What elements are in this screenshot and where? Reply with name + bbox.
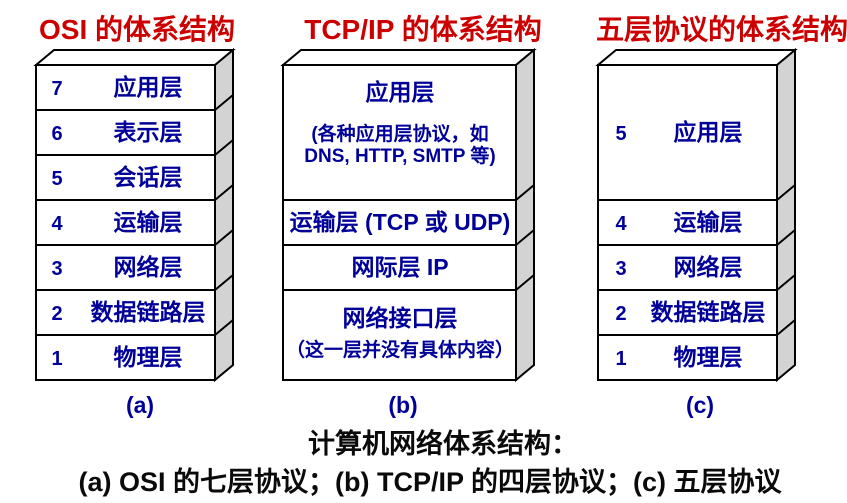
tcpip-stack-label: (b)	[388, 392, 417, 418]
tcpip-side-divider	[515, 184, 535, 201]
osi-layer-number: 7	[51, 78, 62, 100]
tcpip-network-interface-note: （这一层并没有具体内容）	[286, 338, 514, 361]
caption-line-1: 计算机网络体系结构：	[308, 428, 578, 459]
osi-side-face	[214, 47, 234, 383]
osi-layer-box-3	[35, 244, 216, 291]
tcpip-top-face	[280, 49, 537, 66]
caption-line-2: (a) OSI 的七层协议；(b) TCP/IP 的四层协议；(c) 五层协议	[78, 466, 782, 497]
osi-layer-box-5	[35, 154, 216, 201]
five-layer-number: 5	[615, 123, 626, 145]
five-layer-title: 五层协议的体系结构	[596, 13, 847, 45]
osi-stack-label: (a)	[126, 392, 154, 418]
five-layer-number: 1	[615, 348, 626, 370]
osi-layer-box-1	[35, 334, 216, 381]
osi-side-divider	[214, 139, 234, 156]
osi-layer-number: 1	[51, 348, 62, 370]
tcpip-network-interface-box	[282, 289, 517, 381]
five-layer-box-2	[597, 289, 778, 336]
five-layer-number: 4	[615, 213, 627, 235]
five-layer-side-divider	[776, 229, 796, 246]
osi-title: OSI 的体系结构	[39, 13, 235, 45]
five-layer-box-1	[597, 334, 778, 381]
osi-layer-name: 网络层	[114, 254, 183, 280]
figure-caption: 计算机网络体系结构： (a) OSI 的七层协议；(b) TCP/IP 的四层协…	[78, 428, 782, 497]
five-layer-number: 2	[615, 303, 626, 325]
osi-layer-name: 会话层	[114, 164, 183, 190]
five-layer-stack: 五层协议的体系结构 5 4 3 2 1 应用层 运输层 网络层 数据链路层 物理…	[595, 13, 847, 418]
five-layer-name: 网络层	[674, 254, 743, 280]
five-layer-top-face	[595, 49, 798, 66]
five-layer-number: 3	[615, 258, 626, 280]
osi-layer-name: 运输层	[114, 209, 183, 235]
osi-layer-name: 数据链路层	[91, 299, 206, 325]
osi-layer-number: 5	[51, 168, 62, 190]
five-layer-side-divider	[776, 274, 796, 291]
osi-side-divider	[214, 94, 234, 111]
osi-side-divider	[214, 319, 234, 336]
osi-layer-number: 4	[51, 213, 63, 235]
tcpip-application-note-line1: (各种应用层协议，如	[311, 122, 488, 145]
five-layer-box-5	[597, 64, 778, 201]
five-layer-name: 数据链路层	[651, 299, 766, 325]
osi-layer-name: 物理层	[114, 344, 183, 370]
five-layer-side-face	[776, 47, 796, 383]
tcpip-side-divider	[515, 229, 535, 246]
osi-layer-box-2	[35, 289, 216, 336]
five-layer-box-3	[597, 244, 778, 291]
five-layer-stack-label: (c)	[686, 392, 714, 418]
osi-top-face	[33, 49, 236, 66]
osi-layer-number: 6	[51, 123, 62, 145]
five-layer-name: 物理层	[674, 344, 743, 370]
osi-layer-number: 2	[51, 303, 62, 325]
osi-stack: OSI 的体系结构 7 6 5 4 3 2 1 应用层 表示层 会话层 运输层 …	[33, 13, 236, 418]
tcpip-stack: TCP/IP 的体系结构 应用层 (各种应用层协议，如 DNS, HTTP, S…	[280, 13, 542, 418]
osi-layer-name: 应用层	[114, 74, 183, 100]
five-layer-side-divider	[776, 319, 796, 336]
osi-side-divider	[214, 229, 234, 246]
five-layer-side-divider	[776, 184, 796, 201]
tcpip-title: TCP/IP 的体系结构	[304, 13, 542, 45]
tcpip-transport-label: 运输层 (TCP 或 UDP)	[290, 209, 511, 235]
tcpip-application-box	[282, 64, 517, 201]
five-layer-name: 应用层	[674, 119, 743, 145]
tcpip-network-interface-label: 网络接口层	[343, 305, 458, 331]
five-layer-name: 运输层	[674, 209, 743, 235]
tcpip-internet-label: 网际层 IP	[351, 254, 448, 280]
tcpip-side-divider	[515, 274, 535, 291]
tcpip-application-note-line2: DNS, HTTP, SMTP 等)	[304, 144, 495, 167]
tcpip-transport-box	[282, 199, 517, 246]
osi-side-divider	[214, 184, 234, 201]
tcpip-side-face	[515, 47, 535, 383]
tcpip-application-label: 应用层	[366, 79, 435, 105]
osi-side-divider	[214, 274, 234, 291]
osi-layer-name: 表示层	[114, 119, 183, 145]
osi-layer-number: 3	[51, 258, 62, 280]
osi-layer-box-6	[35, 109, 216, 156]
